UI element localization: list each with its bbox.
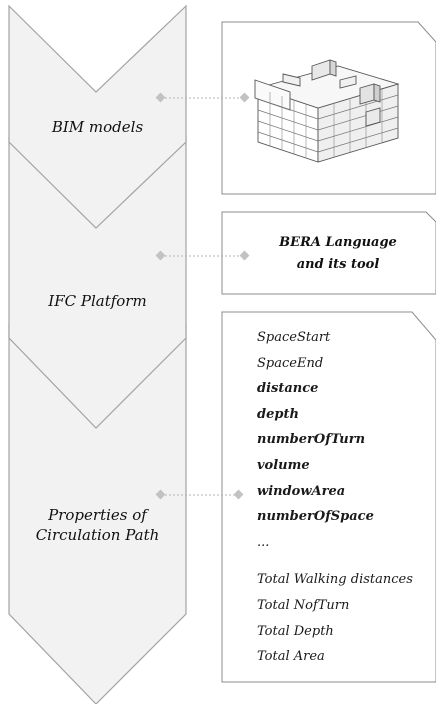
connector-1-start-diamond [155, 92, 166, 103]
tool-card-title: BERA Language and its tool [240, 232, 436, 276]
stage-label-line-2: Circulation Path [35, 526, 160, 544]
total-item: Total Walking distances [257, 572, 413, 588]
properties-list: SpaceStart SpaceEnd distance depth numbe… [257, 328, 433, 673]
property-item: volume [257, 457, 310, 473]
chevron-stage-1 [8, 4, 187, 229]
stage-label-circulation-properties: Properties of Circulation Path [9, 505, 186, 545]
list-spacer [257, 558, 433, 570]
connector-1-end-diamond [239, 92, 250, 103]
stage-label-bim-models: BIM models [51, 118, 144, 136]
stage-label-ifc-platform: IFC Platform [48, 292, 147, 310]
property-item: distance [257, 381, 319, 397]
property-item: numberOfSpace [257, 509, 374, 525]
connector-3-start-diamond [155, 489, 166, 500]
tool-card-title-line-2: and its tool [296, 257, 380, 272]
tool-card-title-line-1: BERA Language [279, 235, 397, 250]
connector-2-start-diamond [155, 250, 166, 261]
building-model-icon [254, 59, 400, 163]
property-item: SpaceEnd [257, 355, 324, 371]
property-item: depth [257, 406, 299, 422]
total-item: Total NofTurn [257, 597, 350, 613]
property-item-ellipsis: ... [257, 534, 270, 550]
properties-card [221, 311, 436, 683]
total-item: Total Depth [257, 623, 334, 639]
property-item: SpaceStart [257, 330, 331, 345]
connector-2-end-diamond [239, 250, 250, 261]
connector-3-end-diamond [233, 489, 244, 500]
total-item: Total Area [257, 649, 325, 665]
stage-label-line-1: Properties of [48, 506, 147, 524]
property-item: numberOfTurn [257, 432, 366, 448]
tool-card [221, 211, 436, 295]
property-item: windowArea [257, 483, 346, 499]
